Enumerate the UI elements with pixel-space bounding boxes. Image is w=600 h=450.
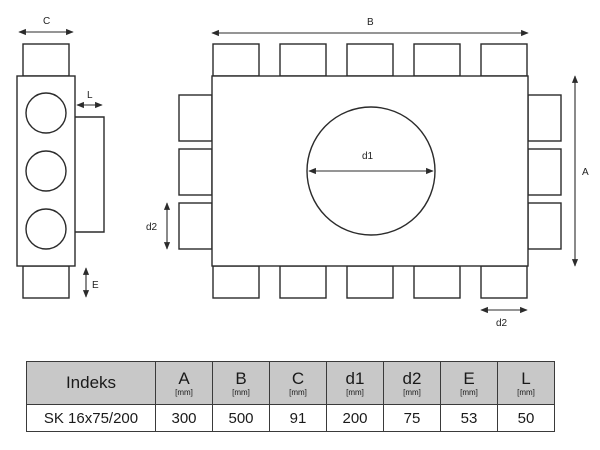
spec-table: Indeks A[mm] B[mm] C[mm] d1[mm] d2[mm] E… — [26, 361, 555, 432]
header-e: E[mm] — [440, 361, 498, 405]
header-unit: [mm] — [403, 387, 421, 397]
right-stub — [527, 148, 562, 196]
header-b: B[mm] — [212, 361, 270, 405]
technical-drawing: C L E d1 B — [16, 16, 589, 329]
header-name: L — [521, 368, 531, 388]
label-d2-left: d2 — [146, 222, 158, 233]
header-unit: [mm] — [346, 387, 364, 397]
top-stub — [346, 43, 394, 77]
header-unit: [mm] — [517, 387, 535, 397]
side-port-2 — [25, 150, 67, 192]
side-port-3 — [25, 208, 67, 250]
side-port-1 — [25, 92, 67, 134]
header-unit: [mm] — [460, 387, 478, 397]
label-e: E — [92, 280, 99, 291]
header-l: L[mm] — [497, 361, 555, 405]
bottom-stub — [346, 265, 394, 299]
header-name: d1 — [345, 368, 365, 388]
front-view: d1 B A d2 d2 — [146, 17, 589, 329]
cell-d1: 200 — [326, 404, 384, 432]
cell-a: 300 — [155, 404, 213, 432]
bottom-stub — [279, 265, 327, 299]
label-a: A — [582, 167, 589, 178]
bottom-stub — [413, 265, 461, 299]
side-view: C L E — [16, 16, 105, 299]
label-l: L — [87, 90, 93, 101]
header-unit: [mm] — [289, 387, 307, 397]
top-stub — [279, 43, 327, 77]
header-unit: [mm] — [175, 387, 193, 397]
cell-e: 53 — [440, 404, 498, 432]
header-index: Indeks — [26, 361, 156, 405]
header-a: A[mm] — [155, 361, 213, 405]
header-name: C — [291, 368, 305, 388]
label-d1: d1 — [362, 151, 374, 162]
header-name: E — [463, 368, 475, 388]
header-name: A — [178, 368, 190, 388]
right-stub — [527, 202, 562, 250]
header-d1: d1[mm] — [326, 361, 384, 405]
label-d2-bottom: d2 — [496, 318, 508, 329]
table-header-row: Indeks A[mm] B[mm] C[mm] d1[mm] d2[mm] E… — [26, 361, 555, 405]
right-stub — [527, 94, 562, 142]
header-c: C[mm] — [269, 361, 327, 405]
label-c: C — [43, 16, 50, 27]
bottom-stub — [212, 265, 260, 299]
left-stub — [178, 94, 213, 142]
side-bottom-stub — [22, 265, 70, 299]
bottom-stub — [480, 265, 528, 299]
left-stub — [178, 148, 213, 196]
header-name: B — [235, 368, 247, 388]
cell-index: SK 16x75/200 — [26, 404, 156, 432]
top-stub — [413, 43, 461, 77]
left-stub — [178, 202, 213, 250]
cell-b: 500 — [212, 404, 270, 432]
header-d2: d2[mm] — [383, 361, 441, 405]
top-stub — [212, 43, 260, 77]
header-name: d2 — [402, 368, 422, 388]
cell-d2: 75 — [383, 404, 441, 432]
label-b: B — [367, 17, 374, 28]
header-unit: [mm] — [232, 387, 250, 397]
side-flange — [75, 116, 105, 233]
table-row: SK 16x75/200 300 500 91 200 75 53 50 — [26, 404, 555, 432]
side-top-stub — [22, 43, 70, 77]
top-stub — [480, 43, 528, 77]
main-port — [306, 106, 436, 236]
cell-c: 91 — [269, 404, 327, 432]
cell-l: 50 — [497, 404, 555, 432]
